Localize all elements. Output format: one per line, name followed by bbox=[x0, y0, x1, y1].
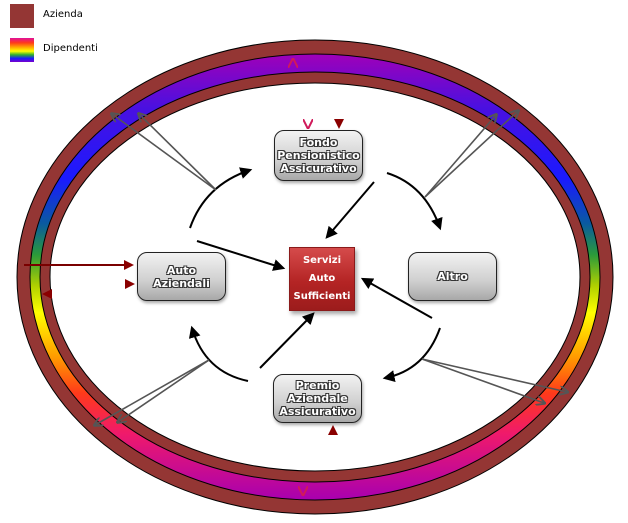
node-premio-aziendale[interactable]: Premio Aziendale Assicurativo bbox=[273, 374, 362, 423]
arrow-top-to-center bbox=[325, 181, 375, 239]
legend-label-company: Azienda bbox=[43, 9, 83, 20]
cycle-arrow-bottom-to-left bbox=[188, 325, 249, 382]
node-servizi-auto-sufficienti[interactable]: Servizi Auto Sufficienti bbox=[289, 247, 355, 311]
node-label-line: Auto bbox=[166, 263, 197, 277]
legend-company-swatch bbox=[10, 4, 34, 28]
connector-bottomright-inner bbox=[421, 358, 544, 403]
node-label-line: Assicurativo bbox=[280, 162, 357, 175]
cycle-arrows bbox=[188, 167, 443, 382]
legend-employee-swatch bbox=[10, 38, 34, 62]
node-label-line: Premio bbox=[295, 379, 340, 392]
node-altro[interactable]: Altro bbox=[408, 252, 497, 301]
left-flow-arrows bbox=[24, 260, 135, 299]
node-label-line: Pensionistico bbox=[277, 149, 360, 162]
node-auto-aziendali[interactable]: Auto Aziendali bbox=[137, 252, 226, 301]
cycle-arrow-right-to-bottom bbox=[382, 327, 441, 382]
legend-item-company: Azienda bbox=[43, 9, 83, 20]
connector-bottomright-outer bbox=[421, 358, 567, 392]
connector-topleft-outer bbox=[112, 114, 217, 191]
connector-topright-outer bbox=[424, 111, 518, 198]
node-label-line: Fondo bbox=[299, 136, 338, 149]
cycle-arrow-top-to-right bbox=[386, 172, 443, 231]
node-label-line: Altro bbox=[437, 270, 468, 283]
connector-topright-inner bbox=[424, 115, 496, 198]
arrow-bottom-to-center bbox=[259, 312, 315, 369]
legend-label-employees: Dipendenti bbox=[43, 43, 98, 54]
arrow-right-to-center bbox=[360, 277, 433, 319]
node-label-line: Auto bbox=[308, 273, 336, 284]
bottom-flow-arrows bbox=[303, 425, 338, 507]
node-label-line: Aziendale bbox=[287, 392, 348, 405]
node-fondo-pensionistico[interactable]: Fondo Pensionistico Assicurativo bbox=[274, 130, 363, 181]
arrow-left-to-center bbox=[196, 240, 286, 271]
node-label-line: Assicurativo bbox=[279, 405, 356, 418]
node-label-line: Servizi bbox=[302, 255, 342, 266]
node-label-line: Aziendali bbox=[153, 276, 210, 290]
cycle-arrow-left-to-top bbox=[189, 167, 253, 229]
center-arrows bbox=[196, 181, 433, 369]
ring-connectors bbox=[95, 111, 567, 425]
legend-item-employees: Dipendenti bbox=[43, 43, 98, 54]
connector-bottomleft-inner bbox=[118, 359, 210, 422]
connector-bottomleft-outer bbox=[95, 359, 210, 425]
connector-topleft-inner bbox=[139, 114, 217, 191]
node-label-line: Sufficienti bbox=[293, 291, 351, 302]
top-flow-arrows bbox=[293, 46, 344, 129]
